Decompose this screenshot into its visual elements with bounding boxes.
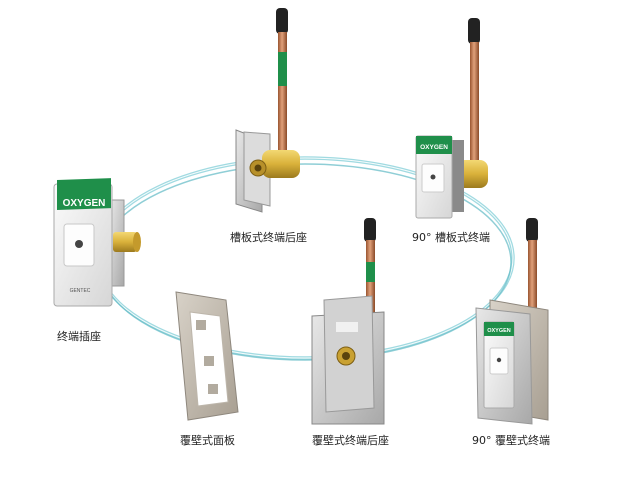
surface-face-plate-product [175,291,239,421]
channel-rear-base-product [235,8,300,213]
surface-90-terminal-product: OXYGEN [475,218,549,425]
channel-90-label-text: OXYGEN [420,144,448,151]
caption-surface-rear-base: 覆壁式终端后座 [312,434,389,447]
surface-rear-base-product [311,218,385,425]
caption-channel-90-terminal: 90° 槽板式终端 [412,231,490,244]
caption-surface-face-plate: 覆壁式面板 [180,434,235,447]
caption-surface-90-terminal: 90° 覆壁式终端 [472,434,550,447]
outlet-brand-text: GENTEC [70,288,91,294]
outlet-socket-product: OXYGEN GENTEC [53,178,141,307]
channel-90-terminal-product: OXYGEN [415,18,488,219]
caption-channel-rear-base: 槽板式终端后座 [230,231,307,244]
caption-outlet-socket: 终端插座 [57,330,101,343]
surface-90-label-text: OXYGEN [487,328,511,334]
outlet-label-text: OXYGEN [63,198,106,209]
